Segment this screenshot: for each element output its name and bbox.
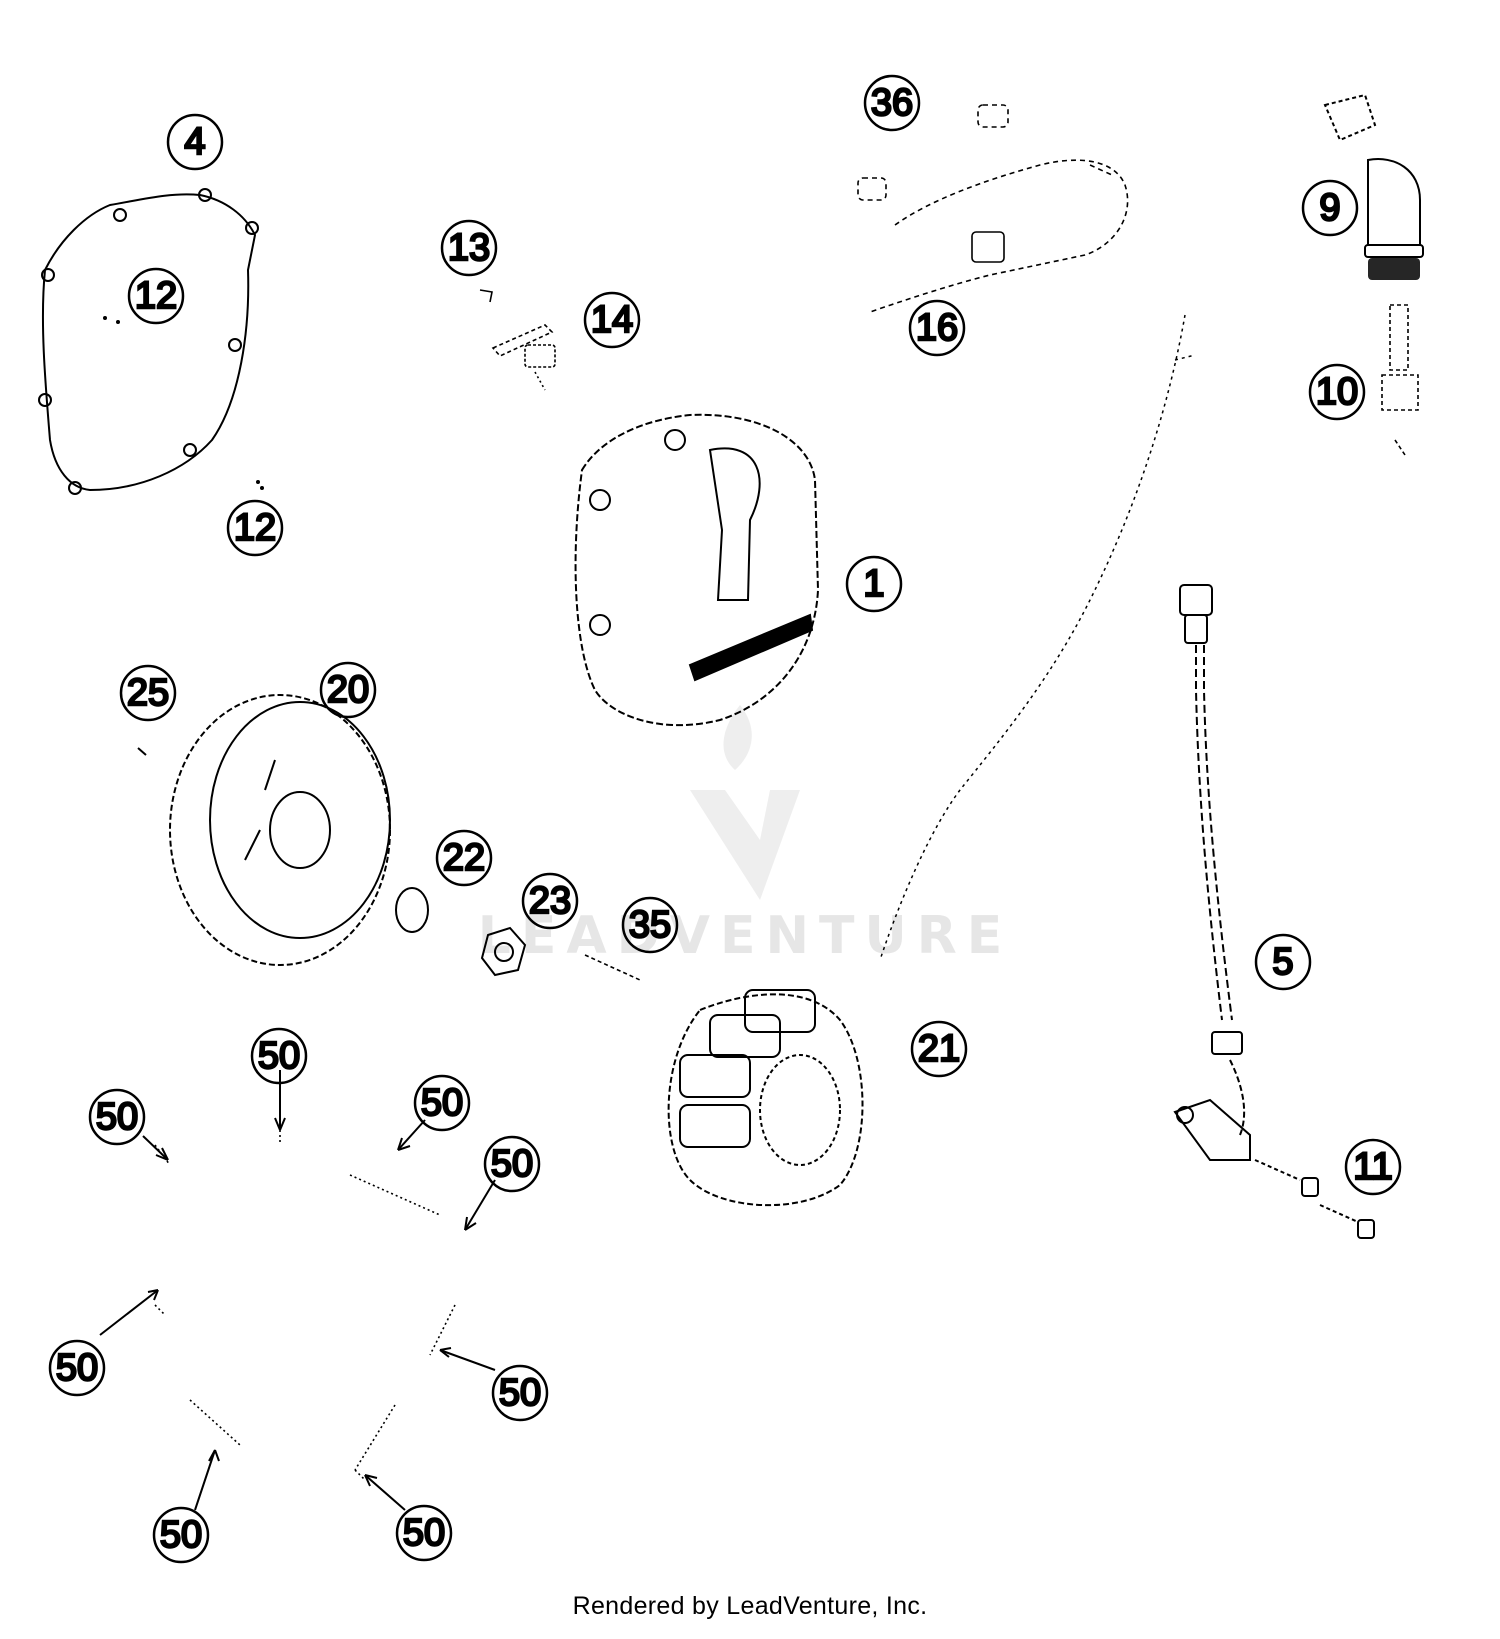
part-23-nut <box>480 926 527 977</box>
part-10-spark-plug <box>1381 304 1419 456</box>
part-9-spark-plug-cap <box>1323 93 1424 280</box>
callout-25: 25 <box>119 664 177 722</box>
callout-21: 21 <box>910 1020 968 1078</box>
callout-16: 16 <box>908 299 966 357</box>
callout-50-c-label: 50 <box>421 1082 463 1124</box>
callout-4: 4 <box>166 113 224 171</box>
callout-22-label: 22 <box>443 837 485 879</box>
callout-11-label: 11 <box>1353 1146 1392 1188</box>
callout-11: 11 <box>1344 1138 1402 1196</box>
callout-12b: 12 <box>226 499 284 557</box>
part-13-14-pins <box>479 289 556 391</box>
callout-12a-label: 12 <box>135 275 177 317</box>
callout-9: 9 <box>1301 179 1359 237</box>
callout-16-label: 16 <box>916 307 958 349</box>
callout-13: 13 <box>440 219 498 277</box>
part-11-bolts <box>1254 1159 1375 1239</box>
part-21-stator <box>667 989 864 1207</box>
watermark-text: LEADVENTURE <box>478 906 1013 966</box>
callout-labels: 4 12 12 13 14 36 16 9 10 1 25 20 22 23 3… <box>48 74 1402 1564</box>
callout-10: 10 <box>1308 363 1366 421</box>
callout-50-h-label: 50 <box>403 1512 445 1554</box>
part-50-fasteners <box>154 1125 456 1481</box>
callout-5-label: 5 <box>1272 941 1293 983</box>
callout-50-e-label: 50 <box>56 1347 98 1389</box>
callout-50-a: 50 <box>88 1088 146 1146</box>
callout-50-e: 50 <box>48 1339 106 1397</box>
callout-5: 5 <box>1254 933 1312 991</box>
part-20-flywheel <box>169 694 391 966</box>
callout-36: 36 <box>863 74 921 132</box>
callout-13-label: 13 <box>448 227 490 269</box>
callout-50-g-label: 50 <box>160 1514 202 1556</box>
callout-14-label: 14 <box>591 299 633 341</box>
callout-22: 22 <box>435 829 493 887</box>
part-5-sensor-cable <box>1173 584 1251 1161</box>
callout-50-f-label: 50 <box>499 1372 541 1414</box>
callout-12a: 12 <box>127 267 185 325</box>
callout-35: 35 <box>621 896 679 954</box>
callout-20-label: 20 <box>327 669 369 711</box>
callout-21-label: 21 <box>918 1028 960 1070</box>
callout-50-d-label: 50 <box>491 1143 533 1185</box>
callout-36-label: 36 <box>871 82 913 124</box>
part-35-screw <box>584 954 641 981</box>
callout-10-label: 10 <box>1316 371 1358 413</box>
part-1-ignition-cover <box>574 413 820 727</box>
part-25-key <box>137 747 147 756</box>
callout-1: 1 <box>845 555 903 613</box>
callout-50-b-label: 50 <box>258 1035 300 1077</box>
part-16-starter-motor <box>857 104 1129 313</box>
callout-50-f: 50 <box>491 1364 549 1422</box>
wire-harness <box>879 314 1196 961</box>
part-12-screws-marks <box>103 316 264 490</box>
callout-14: 14 <box>583 291 641 349</box>
credit-footer: Rendered by LeadVenture, Inc. <box>572 1592 928 1620</box>
callout-12b-label: 12 <box>234 507 276 549</box>
callout-50-h: 50 <box>395 1504 453 1562</box>
callout-50-c: 50 <box>413 1074 471 1132</box>
leadventure-watermark: LEADVENTURE <box>478 705 1013 966</box>
callout-1-label: 1 <box>863 563 884 605</box>
part-4-cover-gasket <box>38 188 259 495</box>
callout-23: 23 <box>521 872 579 930</box>
callout-35-label: 35 <box>629 904 671 946</box>
callout-9-label: 9 <box>1319 187 1340 229</box>
callout-23-label: 23 <box>529 880 571 922</box>
callout-50-b: 50 <box>250 1027 308 1085</box>
part-50-arrows <box>99 1070 496 1511</box>
callout-25-label: 25 <box>127 672 169 714</box>
callout-50-a-label: 50 <box>96 1096 138 1138</box>
callout-50-g: 50 <box>152 1506 210 1564</box>
callout-20: 20 <box>319 661 377 719</box>
part-22-washer <box>395 887 429 933</box>
callout-4-label: 4 <box>184 121 205 163</box>
callout-50-d: 50 <box>483 1135 541 1193</box>
